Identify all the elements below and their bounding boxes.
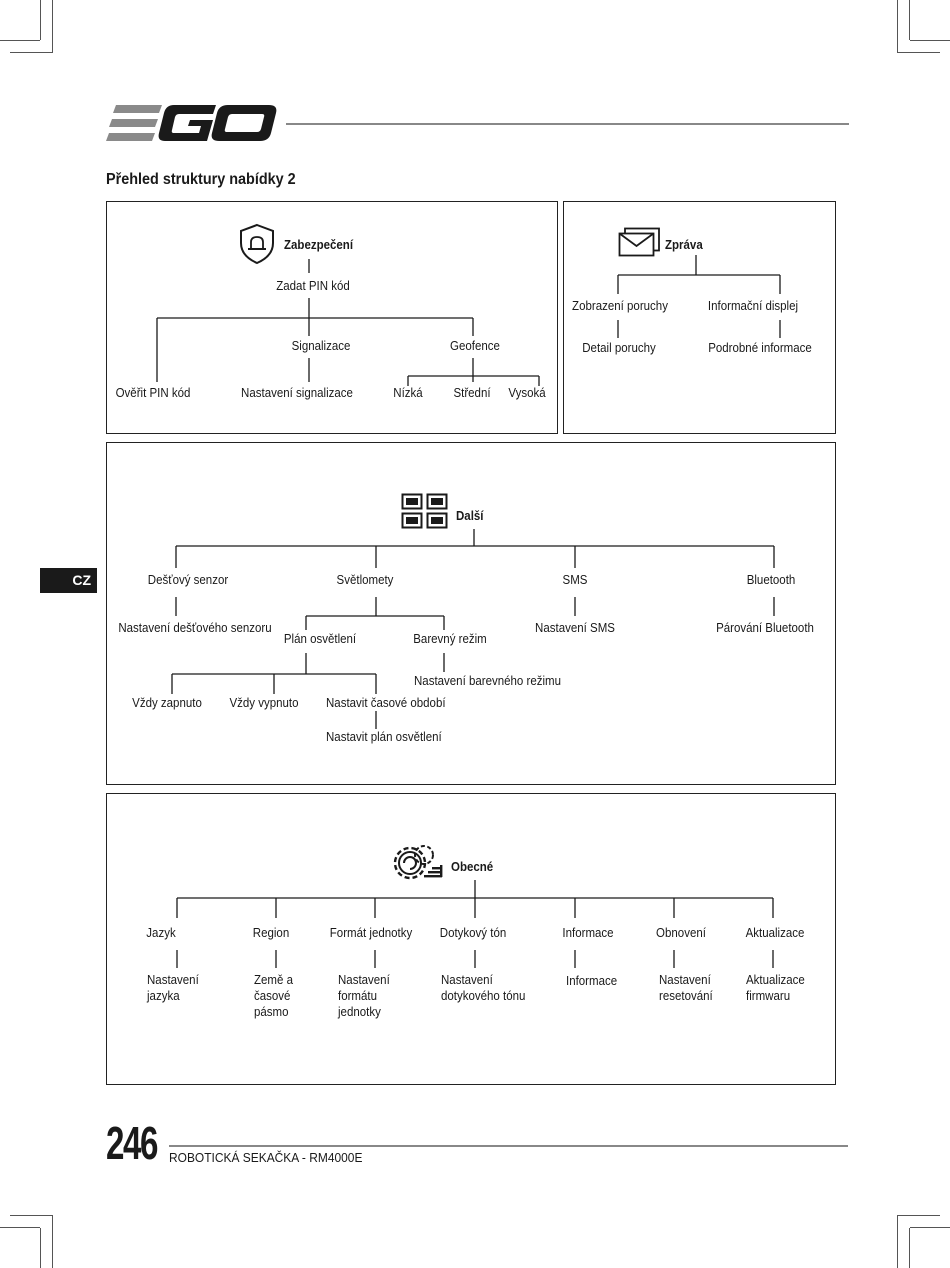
signal-label: Signalizace: [291, 339, 351, 353]
geofence-low-label: Nízká: [393, 386, 423, 400]
header-rule: [286, 123, 849, 125]
general-title: Obecné: [451, 860, 494, 874]
message-panel: [563, 201, 836, 434]
apps-grid-icon: [401, 493, 448, 529]
page-title: Přehled struktury nabídky 2: [106, 171, 296, 188]
general-item-label: Aktualizace: [745, 926, 805, 940]
enter-pin-label: Zadat PIN kód: [276, 279, 350, 293]
more-title: Další: [456, 509, 484, 523]
rain-sensor-label: Dešťový senzor: [147, 573, 229, 587]
security-panel: [106, 201, 558, 434]
verify-pin-label: Ověřit PIN kód: [115, 386, 191, 400]
general-item-label: Informace: [562, 926, 614, 940]
ego-logo: [106, 105, 277, 141]
always-on-label: Vždy zapnuto: [132, 696, 202, 710]
sms-label: SMS: [562, 573, 588, 587]
set-light-plan-label: Nastavit plán osvětlení: [326, 730, 442, 744]
light-plan-label: Plán osvětlení: [283, 632, 357, 646]
envelope-icon: [618, 227, 660, 257]
general-item-label: Obnovení: [656, 926, 706, 940]
geofence-high-label: Vysoká: [508, 386, 546, 400]
headlights-label: Světlomety: [336, 573, 394, 587]
general-item-sub: Nastavení jazyka: [147, 973, 199, 1003]
bluetooth-label: Bluetooth: [746, 573, 796, 587]
general-panel: [106, 793, 836, 1085]
general-item-sub: Nastavení dotykového tónu: [441, 973, 526, 1003]
shield-lock-icon: [240, 223, 274, 265]
bluetooth-pairing-label: Párování Bluetooth: [716, 621, 814, 635]
general-item-label: Jazyk: [146, 926, 176, 940]
set-period-label: Nastavit časové období: [326, 696, 446, 710]
footer-product: ROBOTICKÁ SEKAČKA - RM4000E: [169, 1150, 363, 1165]
fault-detail-label: Detail poruchy: [582, 341, 656, 355]
security-title: Zabezpečení: [284, 238, 354, 252]
signal-setting-label: Nastavení signalizace: [241, 386, 353, 400]
language-tab: CZ: [40, 568, 97, 593]
message-title: Zpráva: [665, 238, 703, 252]
general-item-sub: Informace: [566, 974, 618, 988]
general-item-label: Formát jednotky: [329, 926, 413, 940]
geofence-medium-label: Střední: [453, 386, 491, 400]
page-number: 246: [106, 1117, 158, 1169]
footer-rule: [169, 1145, 848, 1147]
info-display-label: Informační displej: [707, 299, 799, 313]
gear-settings-icon: [393, 845, 443, 880]
general-item-sub: Země a časové pásmo: [254, 973, 293, 1019]
sms-setting-label: Nastavení SMS: [535, 621, 615, 635]
general-item-label: Dotykový tón: [439, 926, 507, 940]
geofence-label: Geofence: [450, 339, 500, 353]
fault-display-label: Zobrazení poruchy: [572, 299, 668, 313]
general-item-sub: Nastavení formátu jednotky: [338, 973, 390, 1019]
general-item-sub: Aktualizace firmwaru: [746, 973, 805, 1003]
always-off-label: Vždy vypnuto: [229, 696, 299, 710]
rain-sensor-setting-label: Nastavení dešťového senzoru: [118, 621, 272, 635]
general-item-label: Region: [252, 926, 290, 940]
general-item-sub: Nastavení resetování: [659, 973, 713, 1003]
color-mode-setting-label: Nastavení barevného režimu: [414, 674, 562, 688]
more-panel: [106, 442, 836, 785]
info-detail-label: Podrobné informace: [708, 341, 812, 355]
color-mode-label: Barevný režim: [413, 632, 487, 646]
